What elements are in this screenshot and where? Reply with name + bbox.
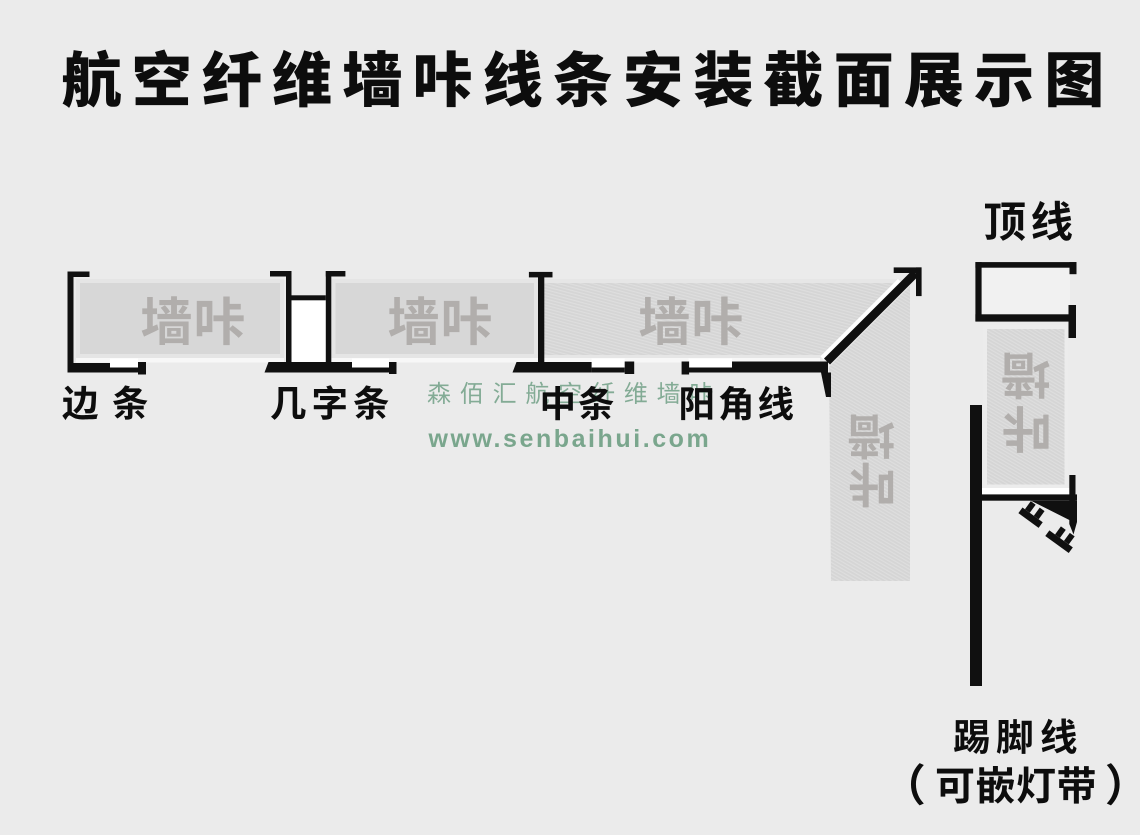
svg-text:www.senbaihui.com: www.senbaihui.com [428,425,712,453]
